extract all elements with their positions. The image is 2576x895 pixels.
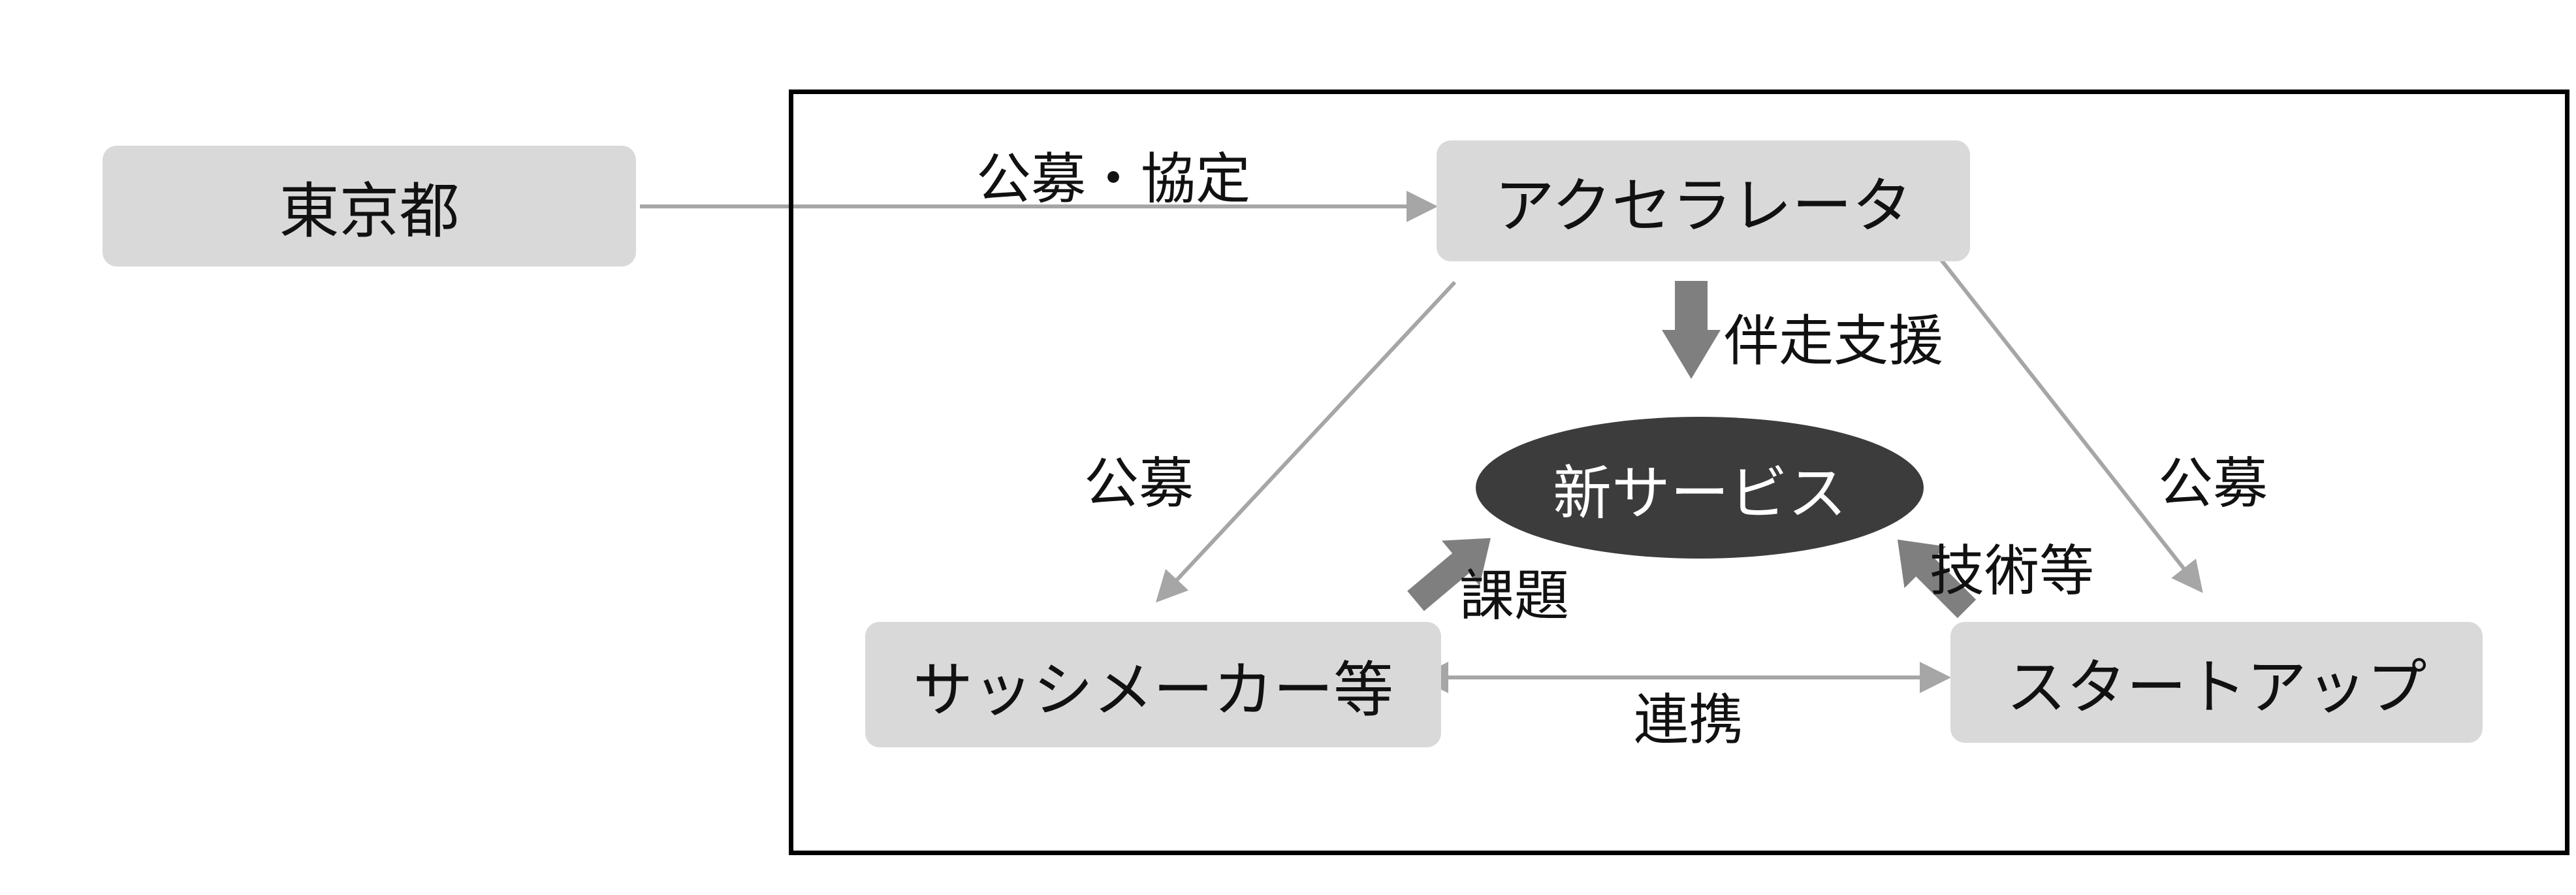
label-collaboration: 連携 — [1634, 688, 1744, 752]
node-startup: スタートアップ — [1950, 622, 2483, 743]
node-accelerator: アクセラレータ — [1437, 140, 1970, 261]
label-recruit-right: 公募 — [2158, 451, 2268, 515]
node-tokyo: 東京都 — [103, 146, 636, 267]
node-sash-maker: サッシメーカー等 — [865, 622, 1441, 747]
label-technology: 技術等 — [1930, 539, 2095, 603]
node-new-service: 新サービス — [1476, 417, 1924, 559]
label-recruit-left: 公募 — [1084, 451, 1194, 515]
label-issues: 課題 — [1459, 564, 1570, 628]
block-arrow-issues — [1407, 538, 1491, 611]
block-arrow-support — [1662, 281, 1721, 379]
program-frame — [789, 90, 2569, 855]
block-arrow-technology — [1897, 539, 1977, 619]
arrow-accelerator-to-startup — [1932, 250, 2203, 593]
label-recruit-agreement: 公募・協定 — [976, 147, 1251, 211]
arrow-accelerator-to-sash-maker — [1155, 280, 1457, 603]
label-support: 伴走支援 — [1724, 309, 1944, 373]
